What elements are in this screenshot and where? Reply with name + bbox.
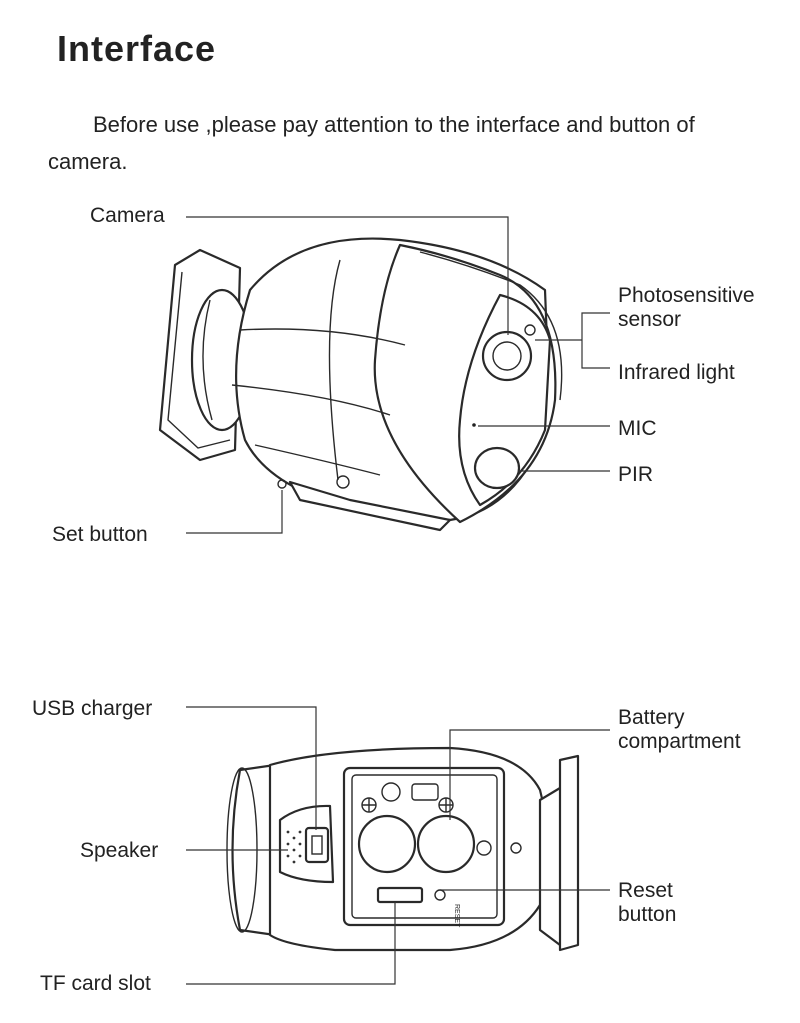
back-view-drawing	[226, 746, 580, 952]
label-tf-card-slot: TF card slot	[40, 972, 151, 995]
label-reset-line1: Reset	[618, 879, 673, 902]
intro-text: Before use ,please pay attention to the …	[48, 112, 695, 174]
front-leader-lines	[186, 216, 610, 534]
label-set-button: Set button	[52, 523, 148, 546]
label-reset-button: Reset button	[618, 879, 676, 927]
label-photosensitive-line1: Photosensitive	[618, 284, 755, 307]
page-title: Interface	[57, 28, 217, 69]
label-battery-line1: Battery	[618, 706, 685, 729]
label-reset-line2: button	[618, 903, 677, 926]
label-battery-line2: compartment	[618, 730, 741, 753]
reset-engraving: RESET	[453, 904, 460, 928]
label-pir: PIR	[618, 463, 654, 486]
label-usb-charger: USB charger	[32, 697, 153, 720]
label-mic: MIC	[618, 417, 657, 440]
front-view-drawing	[158, 237, 563, 532]
label-photosensitive-sensor: Photosensitive sensor	[618, 284, 755, 332]
label-battery-compartment: Battery compartment	[618, 706, 741, 754]
back-leader-lines	[186, 706, 610, 985]
label-infrared-light: Infrared light	[618, 361, 735, 384]
label-speaker: Speaker	[80, 839, 159, 862]
label-camera: Camera	[90, 204, 165, 227]
label-photosensitive-line2: sensor	[618, 308, 682, 331]
